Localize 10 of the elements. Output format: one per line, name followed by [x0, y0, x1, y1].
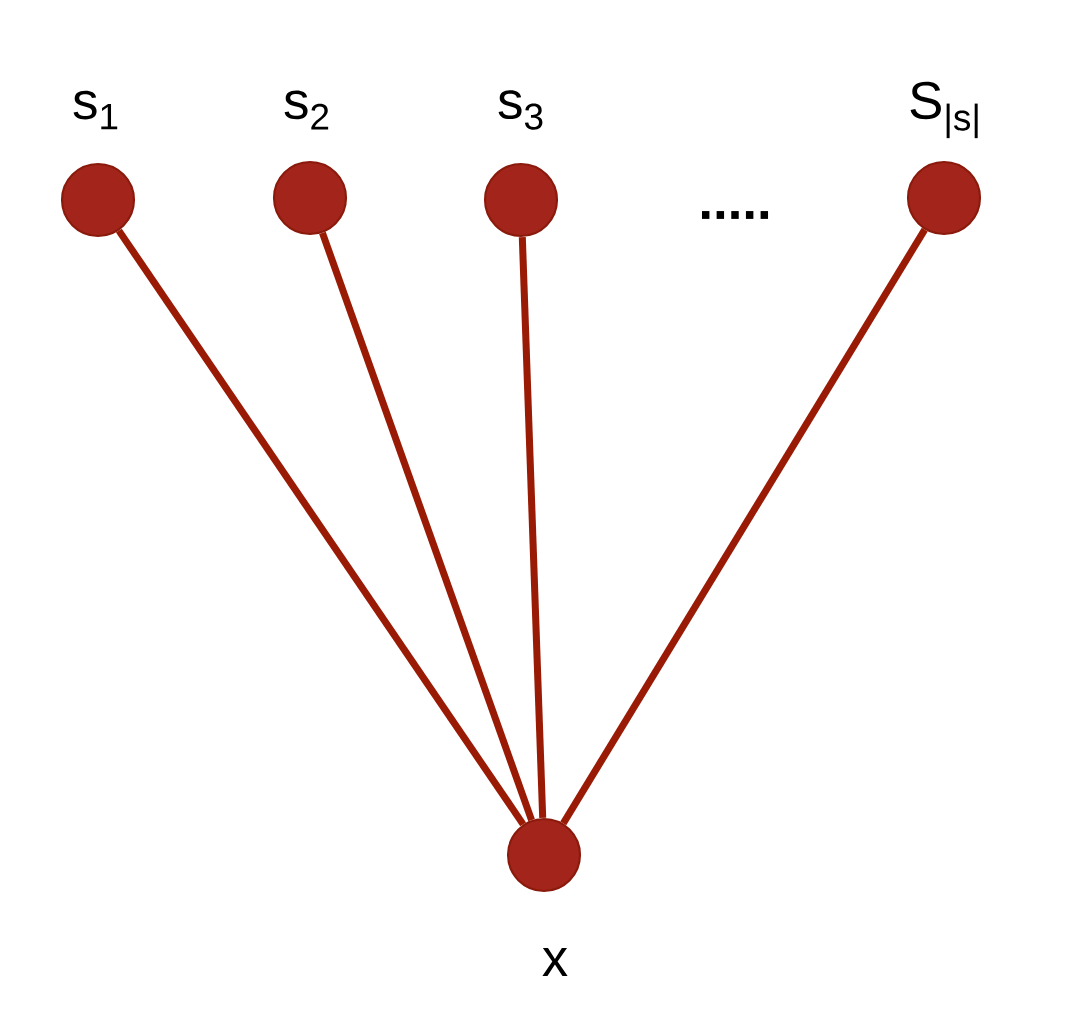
connector-line: [115, 228, 527, 827]
connector-line: [518, 236, 547, 819]
connector-line: [319, 231, 535, 822]
ellipsis: .....: [701, 211, 769, 219]
node-label: s$_{3}$: [498, 90, 543, 130]
connector-line: [560, 227, 928, 826]
node-label: s$_{2}$: [284, 90, 329, 130]
node-label: s$_{1}$: [73, 90, 118, 130]
node-label: x: [542, 948, 568, 976]
node-label: S$_{|s|}$: [910, 81, 978, 139]
